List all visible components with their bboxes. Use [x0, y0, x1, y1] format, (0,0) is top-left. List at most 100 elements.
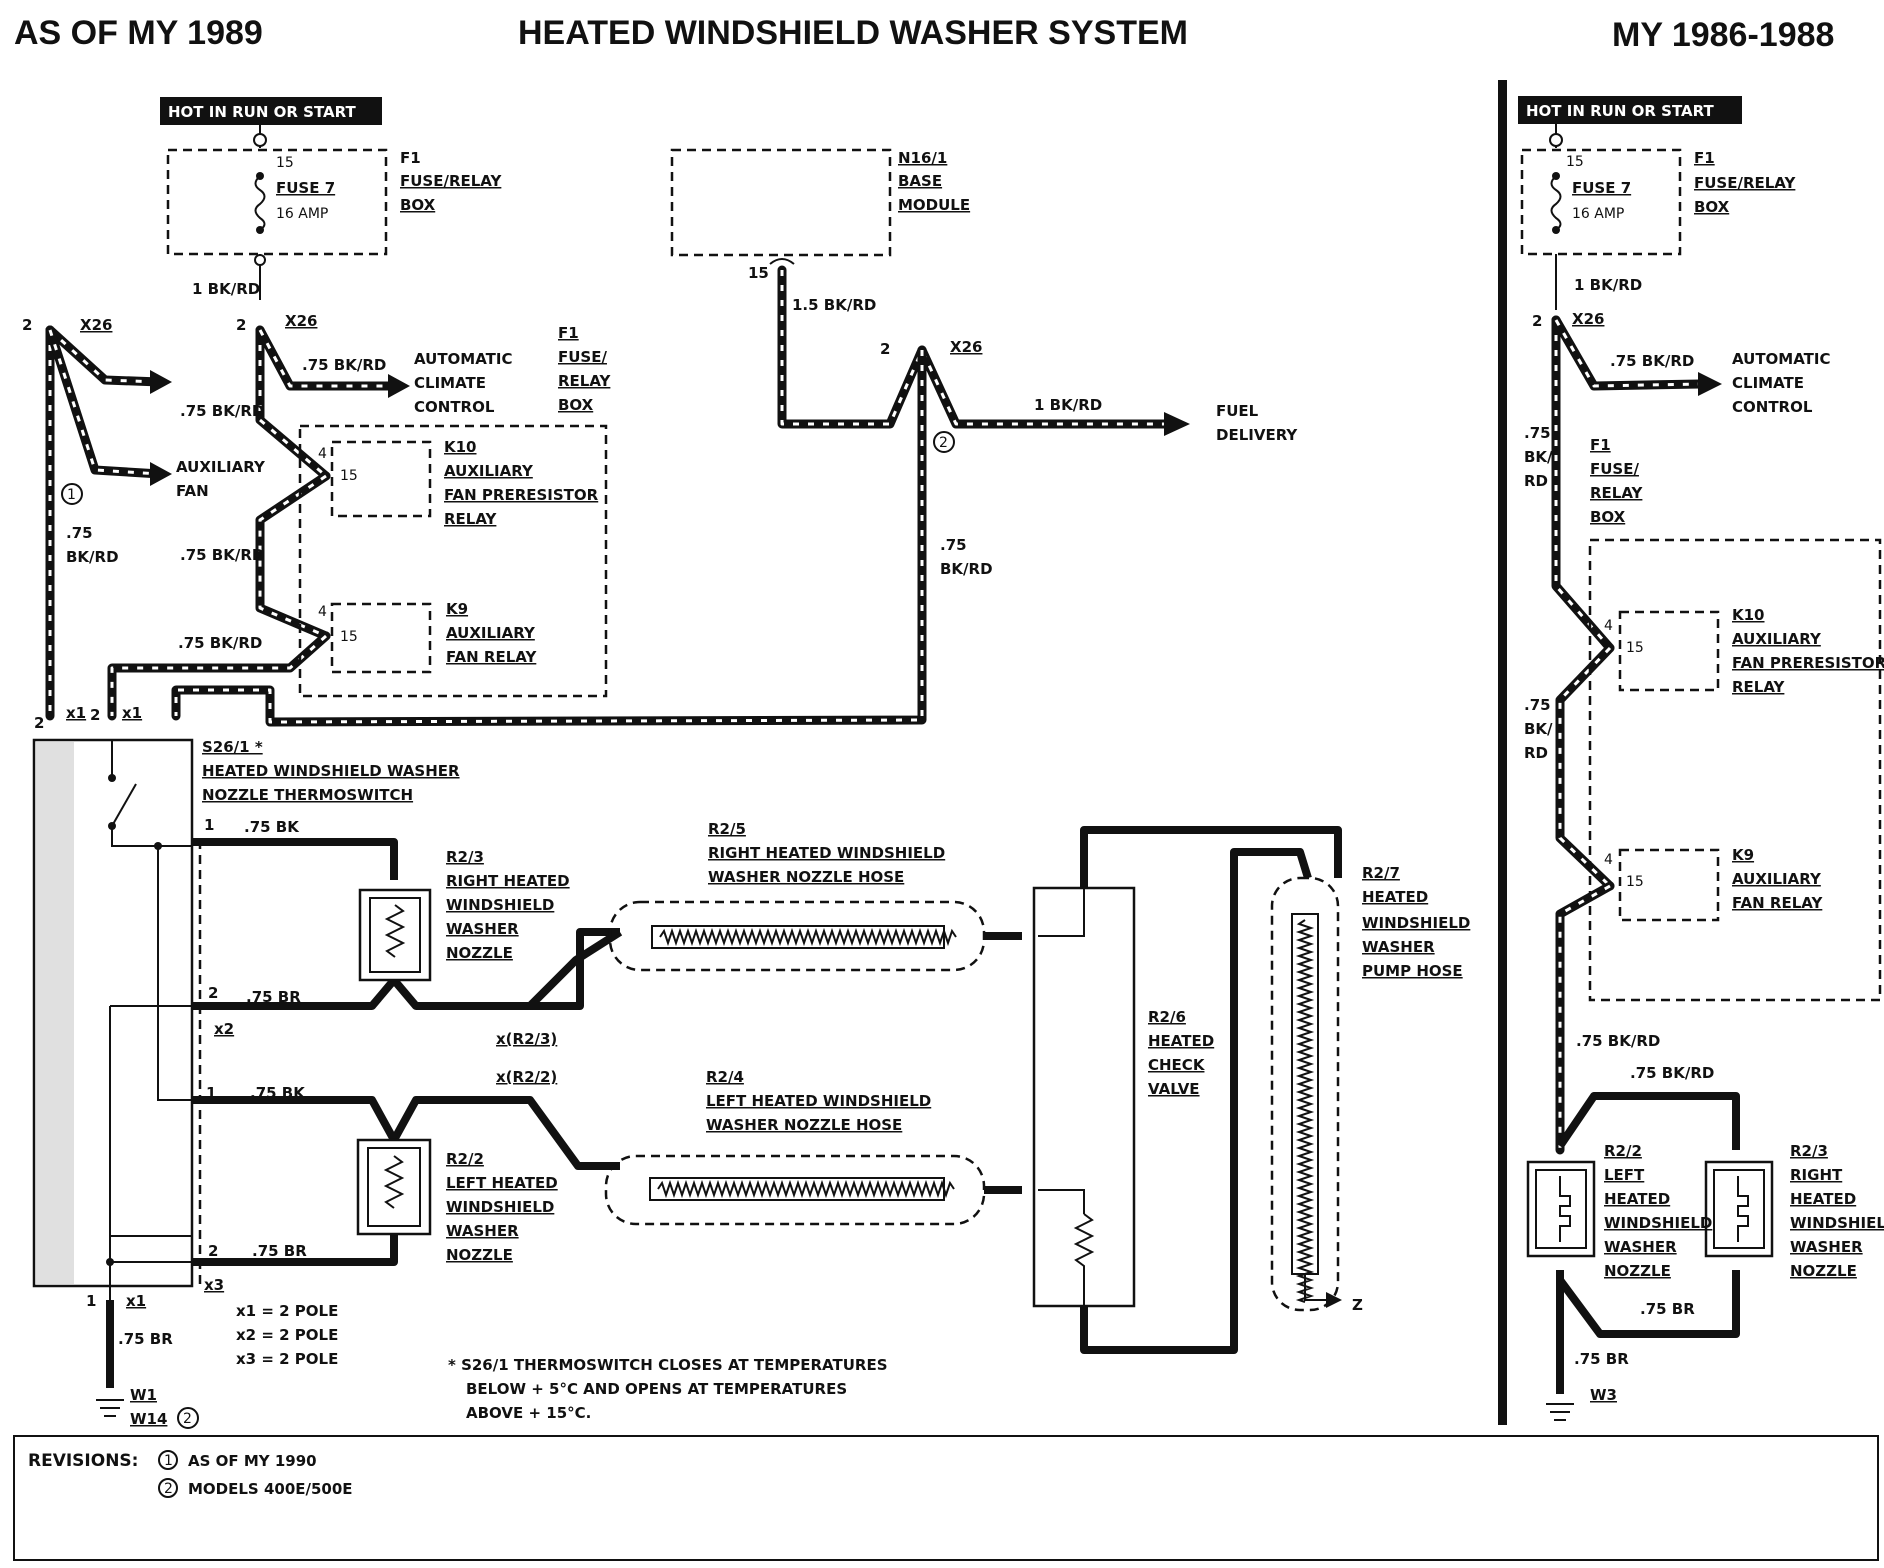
- diagram-label: .75 BR: [118, 1330, 173, 1348]
- diagram-label: BOX: [1694, 198, 1730, 216]
- diagram-label: x1: [66, 704, 86, 722]
- diagram-label: .75 BK/RD: [178, 634, 262, 652]
- diagram-label: RD: [1524, 744, 1548, 762]
- diagram-label: 1: [206, 1084, 216, 1102]
- diagram-label: NOZZLE: [446, 944, 513, 962]
- diagram-label: x(R2/3): [496, 1030, 557, 1048]
- diagram-label: BASE: [898, 172, 942, 190]
- diagram-label: WASHER: [446, 1222, 519, 1240]
- diagram-label: WASHER: [446, 920, 519, 938]
- side-k9-relay: [1618, 848, 1720, 922]
- diagram-label: FUSE 7: [1572, 179, 1631, 197]
- diagram-label: X26: [80, 316, 112, 334]
- diagram-label: K10: [1732, 606, 1765, 624]
- diagram-label: AUTOMATIC: [414, 350, 513, 368]
- diagram-label: NOZZLE: [1790, 1262, 1857, 1280]
- diagram-label: 4: [1604, 852, 1613, 868]
- diagram-label: 1 BK/RD: [192, 280, 260, 298]
- diagram-label: x3 = 2 POLE: [236, 1350, 338, 1368]
- diagram-label: 2: [208, 1242, 218, 1260]
- side-wires: [1551, 315, 1740, 1394]
- diagram-label: BK/RD: [940, 560, 993, 578]
- diagram-label: F1: [558, 324, 579, 342]
- diagram-label: CONTROL: [1732, 398, 1813, 416]
- diagram-label: R2/2: [1604, 1142, 1642, 1160]
- diagram-label: WINDSHIELD: [1790, 1214, 1884, 1232]
- diagram-label: CHECK: [1148, 1056, 1206, 1074]
- diagram-label: x1: [122, 704, 142, 722]
- diagram-label: K10: [444, 438, 477, 456]
- circle-2-marker: 2: [177, 1407, 199, 1429]
- pump-hose-wire-bottom: [1080, 848, 1312, 1354]
- circle-2-marker: 2: [933, 431, 955, 453]
- diagram-label: S26/1 *: [202, 738, 263, 756]
- diagram-label: R2/3: [1790, 1142, 1828, 1160]
- revisions-box: [13, 1435, 1879, 1561]
- diagram-label: AUXILIARY: [444, 462, 534, 480]
- diagram-label: HEATED: [1148, 1032, 1214, 1050]
- diagram-label: X26: [950, 338, 982, 356]
- diagram-label: K9: [446, 600, 468, 618]
- diagram-label: HOT IN RUN OR START: [1526, 102, 1715, 120]
- diagram-label: ABOVE + 15°C.: [466, 1404, 591, 1422]
- fuse-relay-box-main: [166, 148, 388, 256]
- diagram-label: .75 BK/RD: [1630, 1064, 1714, 1082]
- diagram-label: 16 AMP: [1572, 206, 1624, 222]
- pump-hose-wire-top: [1080, 826, 1342, 888]
- main-wires: [45, 265, 1171, 727]
- diagram-label: R2/3: [446, 848, 484, 866]
- diagram-label: BOX: [400, 196, 436, 214]
- diagram-label: VALVE: [1148, 1080, 1200, 1098]
- diagram-label: .75 BK/RD: [1610, 352, 1694, 370]
- diagram-label: WASHER: [1604, 1238, 1677, 1256]
- diagram-label: X26: [1572, 310, 1604, 328]
- diagram-label: 4: [1604, 618, 1613, 634]
- diagram-label: FAN RELAY: [446, 648, 537, 666]
- diagram-label: FAN RELAY: [1732, 894, 1823, 912]
- diagram-label: .75: [1524, 696, 1551, 714]
- diagram-label: .75: [66, 524, 93, 542]
- section-divider: [1498, 80, 1507, 1425]
- diagram-label: PUMP HOSE: [1362, 962, 1463, 980]
- diagram-label: x2: [214, 1020, 234, 1038]
- arrow-icon: [150, 370, 172, 394]
- diagram-label: FUSE/: [1590, 460, 1639, 478]
- diagram-label: WINDSHIELD: [1604, 1214, 1712, 1232]
- diagram-label: 2: [880, 340, 890, 358]
- diagram-label: CLIMATE: [1732, 374, 1804, 392]
- diagram-label: HEATED: [1790, 1190, 1856, 1208]
- diagram-label: Z: [1352, 1296, 1363, 1314]
- diagram-label: AUXILIARY: [176, 458, 266, 476]
- diagram-label: FAN PRERESISTOR: [1732, 654, 1884, 672]
- diagram-label: 1 BK/RD: [1034, 396, 1102, 414]
- diagram-title: HEATED WINDSHIELD WASHER SYSTEM: [518, 14, 1188, 52]
- fuse-relay-box-side: [1520, 148, 1682, 256]
- diagram-label: 2: [1532, 312, 1542, 330]
- diagram-label: NOZZLE THERMOSWITCH: [202, 786, 413, 804]
- diagram-label: N16/1: [898, 149, 947, 167]
- diagram-label: WINDSHIELD: [1362, 914, 1470, 932]
- arrow-icon: [1164, 412, 1190, 436]
- diagram-label: WINDSHIELD: [446, 896, 554, 914]
- diagram-label: 2: [164, 1481, 173, 1497]
- diagram-label: HEATED: [1604, 1190, 1670, 1208]
- right-nozzle-hose: [608, 900, 986, 972]
- diagram-label: HEATED: [1362, 888, 1428, 906]
- diagram-label: NOZZLE: [1604, 1262, 1671, 1280]
- diagram-label: * S26/1 THERMOSWITCH CLOSES AT TEMPERATU…: [448, 1356, 888, 1374]
- side-ground-icon: [1546, 1403, 1574, 1421]
- diagram-label: 1 BK/RD: [1574, 276, 1642, 294]
- diagram-label: BK/RD: [66, 548, 119, 566]
- diagram-label: BOX: [558, 396, 594, 414]
- diagram-label: x2 = 2 POLE: [236, 1326, 338, 1344]
- diagram-label: 2: [236, 316, 246, 334]
- diagram-label: F1: [1590, 436, 1611, 454]
- arrow-icon: [388, 374, 410, 398]
- diagram-label: 15: [1626, 640, 1644, 656]
- diagram-label: 15: [276, 155, 294, 171]
- diagram-label: WASHER: [1790, 1238, 1863, 1256]
- diagram-label: WASHER: [1362, 938, 1435, 956]
- diagram-label: LEFT HEATED WINDSHIELD: [706, 1092, 931, 1110]
- diagram-label: W3: [1590, 1386, 1617, 1404]
